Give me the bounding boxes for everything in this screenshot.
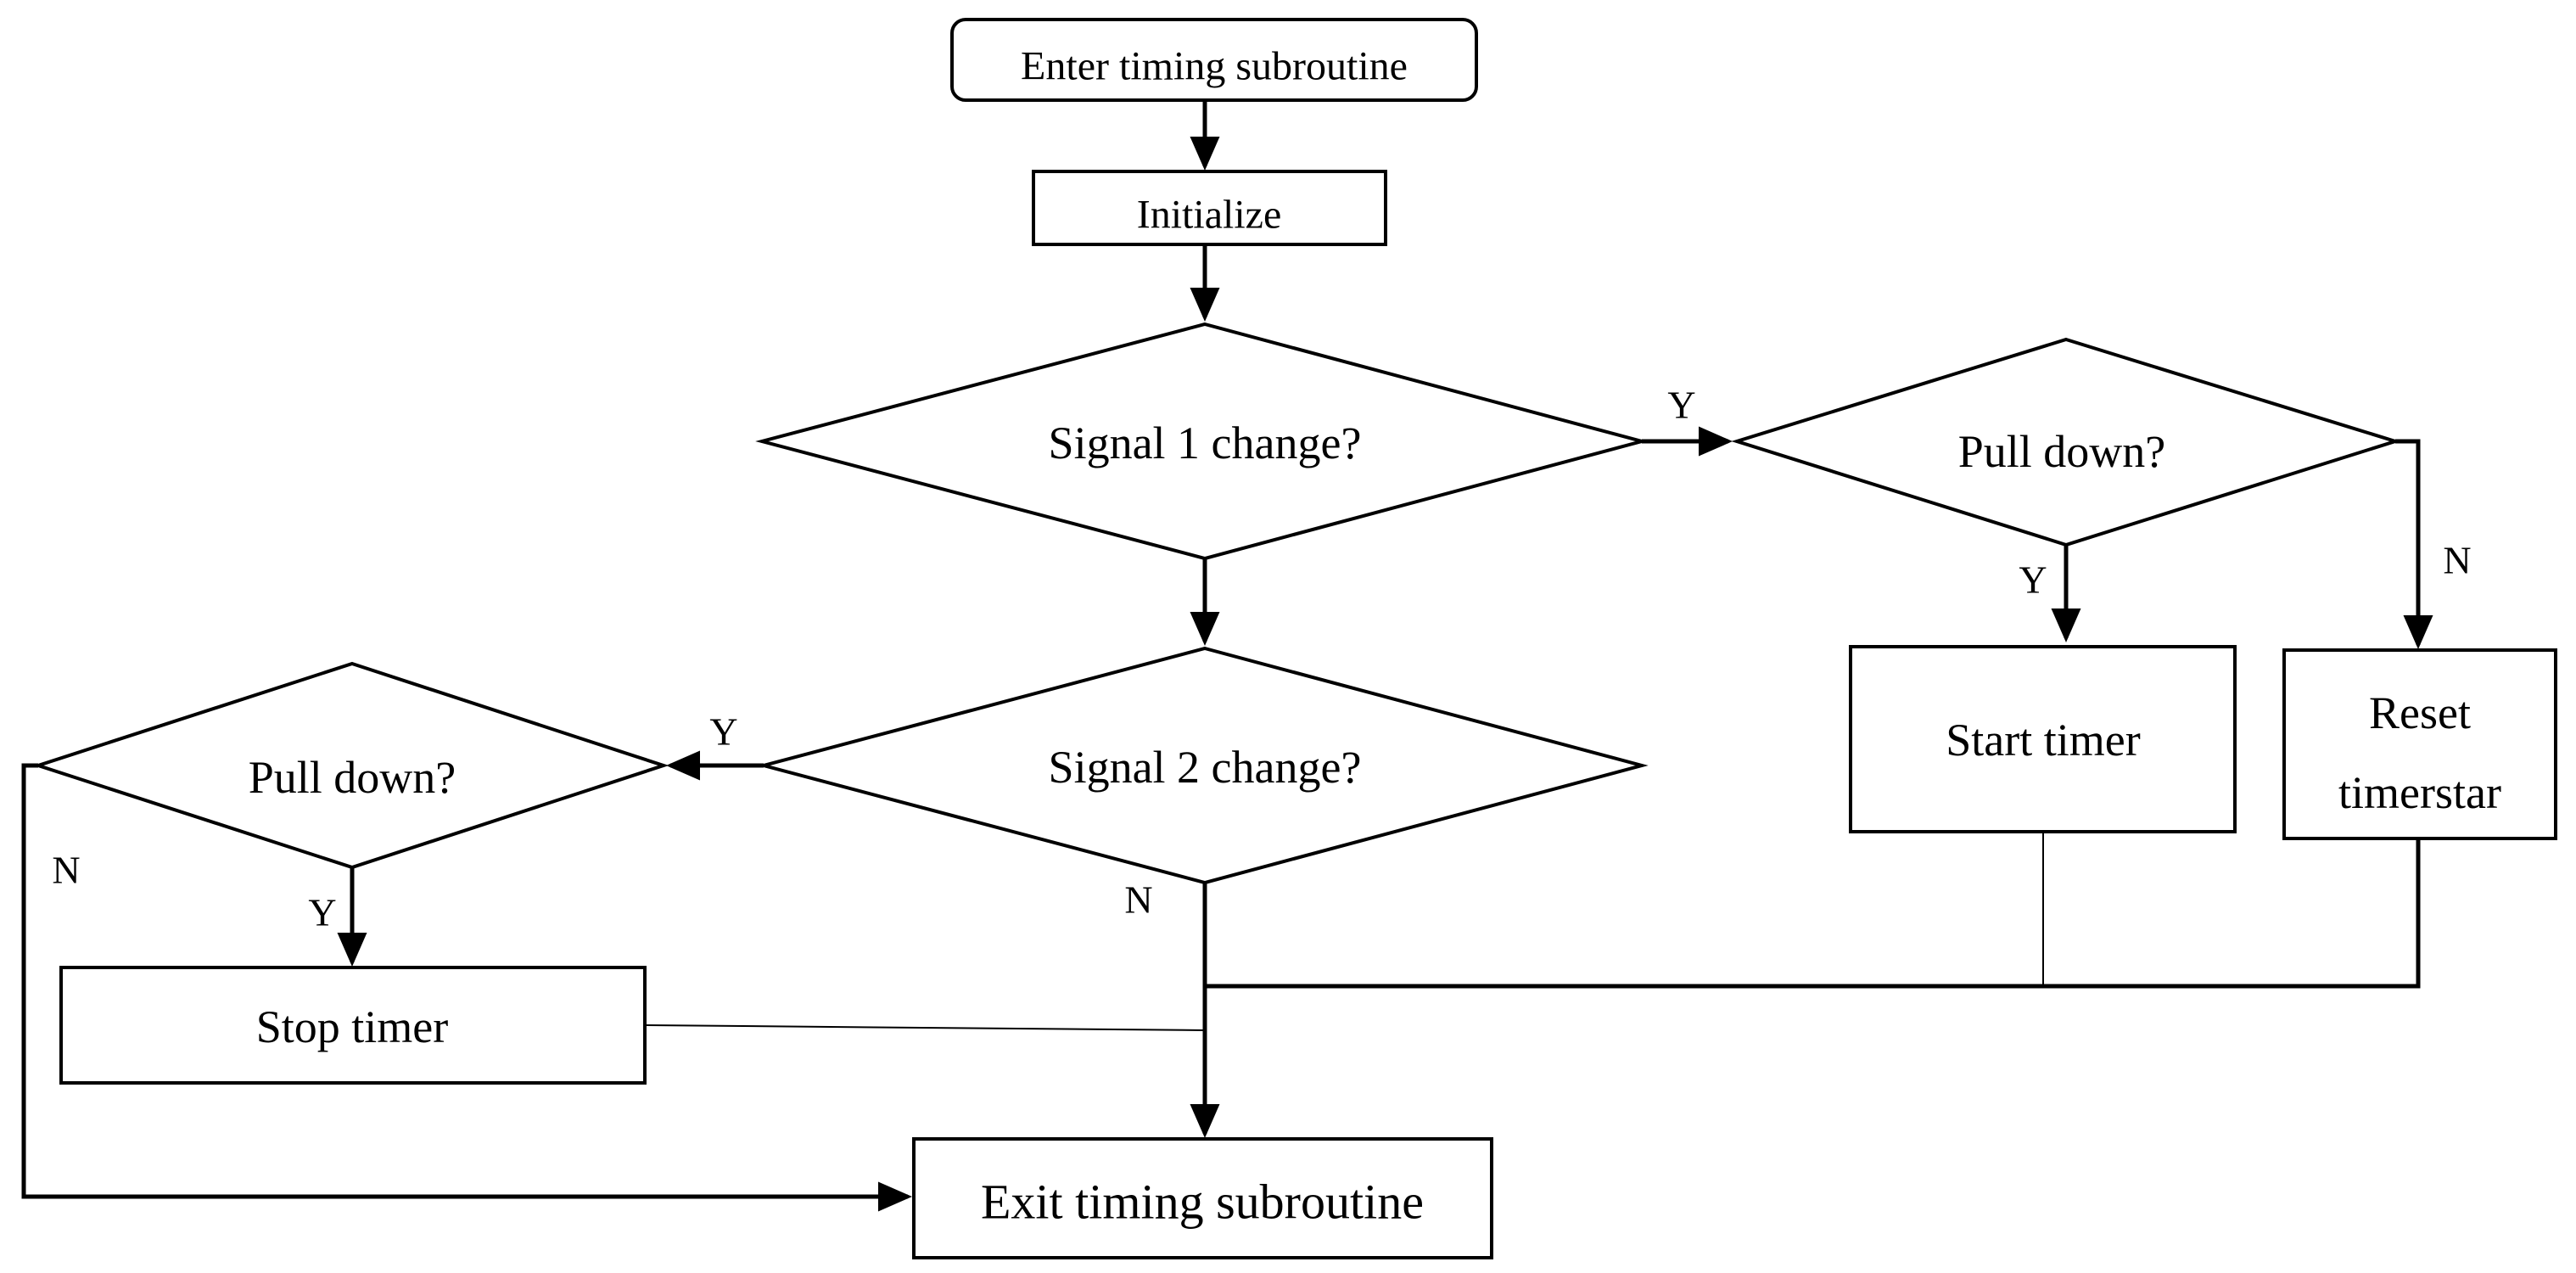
pulldown-right-yes-label: Y (2019, 558, 2047, 602)
pulldown-left-no-label: N (52, 849, 80, 892)
pulldown-right-decision: Pull down? (1731, 337, 2401, 547)
pulldown-left-decision: Pull down? (32, 661, 669, 870)
stop-timer-box: Stop timer (59, 966, 647, 1085)
reset-timerstar-label-line2: timerstar (2338, 767, 2501, 818)
signal2-yes-label: Y (709, 710, 737, 754)
reset-timerstar-label-line1: Reset (2369, 687, 2471, 738)
edge-labels: Y Y N Y N Y N (52, 384, 2471, 934)
stop-timer-label: Stop timer (256, 1001, 449, 1052)
pulldown-right-label: Pull down? (1958, 426, 2166, 477)
initialize-label: Initialize (1137, 193, 1282, 238)
exit-box: Exit timing subroutine (912, 1137, 1493, 1259)
signal1-decision: Signal 1 change? (755, 322, 1649, 561)
enter-label: Enter timing subroutine (1021, 44, 1408, 89)
pulldown-left-yes-label: Y (308, 891, 336, 934)
arrow-pulldown-right-no (2395, 439, 2433, 649)
reset-timerstar-box: Reset timerstar (2282, 648, 2557, 840)
signal2-decision: Signal 2 change? (757, 646, 1649, 885)
signal1-label: Signal 1 change? (1049, 418, 1362, 468)
enter-terminal: Enter timing subroutine (950, 18, 1478, 102)
pulldown-right-no-label: N (2443, 539, 2471, 582)
connectors (21, 100, 2433, 1212)
initialize-box: Initialize (1032, 170, 1387, 246)
pulldown-left-label: Pull down? (249, 752, 456, 803)
signal2-label: Signal 2 change? (1049, 742, 1362, 793)
exit-label: Exit timing subroutine (981, 1175, 1424, 1230)
arrow-pulldown-left-no (21, 763, 912, 1212)
signal2-no-label: N (1124, 878, 1152, 922)
start-timer-label: Start timer (1946, 715, 2140, 765)
signal1-yes-label: Y (1667, 384, 1695, 427)
line-reset-timerstar-merge (1205, 838, 2421, 989)
start-timer-box: Start timer (1849, 645, 2237, 833)
line-stop-timer-merge (644, 1024, 1206, 1031)
